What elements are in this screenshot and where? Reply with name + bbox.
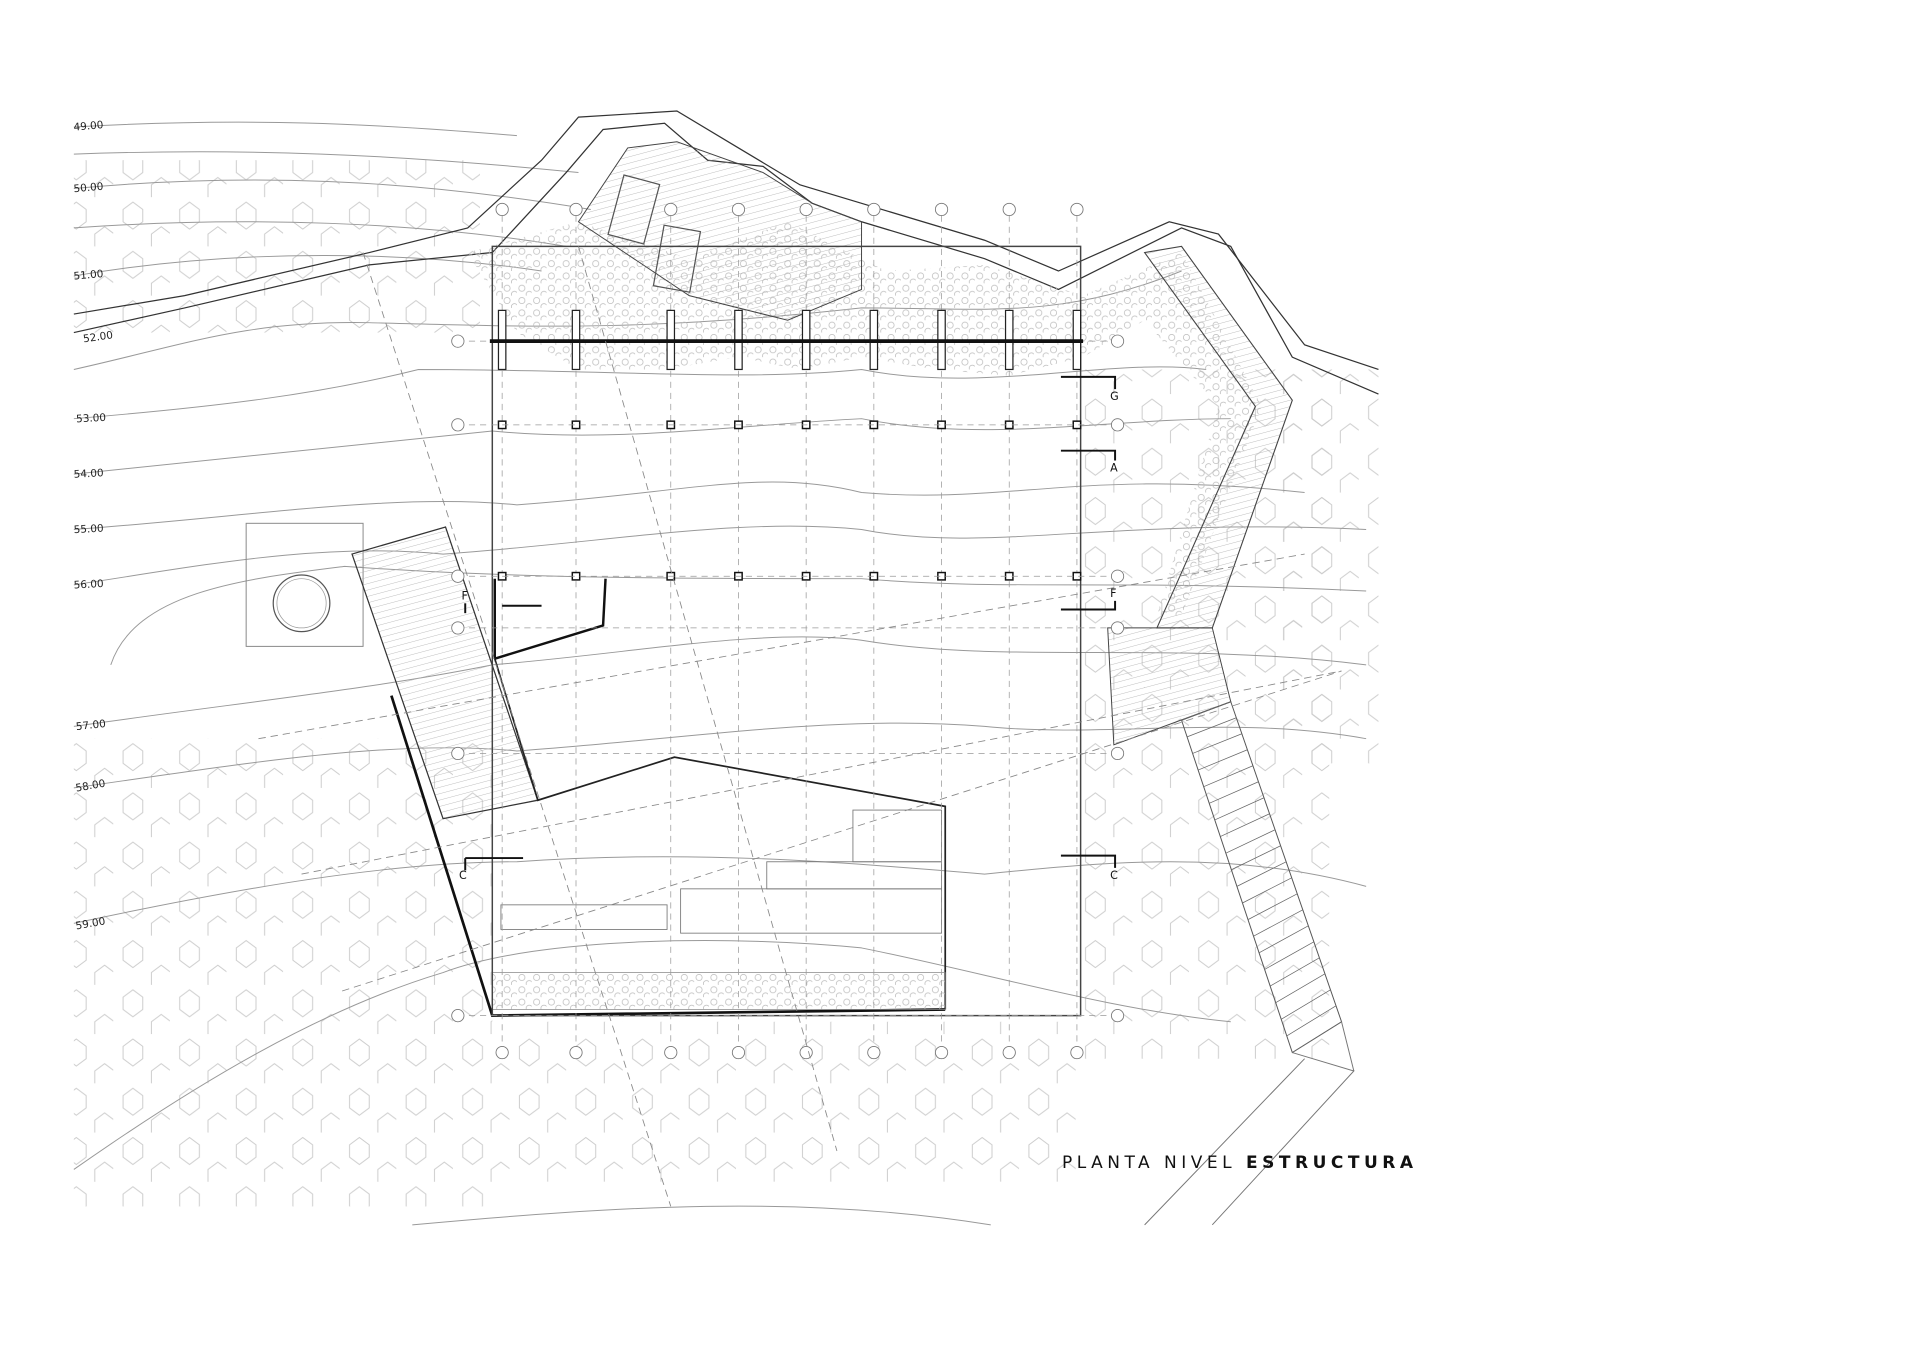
grid-bubble: [569, 1045, 583, 1060]
grid-bubble: [1110, 621, 1125, 635]
stair-tread: [1192, 733, 1242, 754]
stair-tread: [1242, 877, 1292, 904]
structure-outline: [491, 245, 1082, 1017]
stair-tread: [1264, 941, 1315, 970]
section-mark-c-left: C: [459, 869, 467, 882]
grid-bubble: [1002, 1045, 1016, 1060]
contour-labels: 49.00 50.00 51.00 52.00 53.00 54.00 55.0…: [73, 119, 114, 932]
grid-bubble: [1070, 1045, 1084, 1060]
reference-lines: [258, 246, 1342, 1207]
section-mark-f-right: F: [1110, 587, 1116, 600]
grid-bubble: [664, 202, 678, 217]
grid-bubble: [1070, 202, 1084, 217]
grid-bubble: [451, 418, 465, 432]
stair-tread: [1292, 1021, 1342, 1053]
contour-label: 49.00: [73, 119, 104, 134]
grid-bubble: [1002, 202, 1016, 217]
stair-tread: [1275, 973, 1326, 1004]
round-tank: [272, 574, 331, 633]
stair-tread: [1198, 749, 1248, 771]
contour-label: 57.00: [75, 718, 106, 733]
stair-treads: [1181, 701, 1342, 1053]
bench: [607, 174, 661, 245]
grid-bubble: [495, 202, 509, 217]
grid-bubble: [1110, 418, 1125, 432]
path-lines: [1144, 1021, 1355, 1226]
contour-label: 55.00: [73, 523, 104, 537]
stair-tread: [1258, 925, 1309, 954]
grid-bubble: [934, 1045, 949, 1060]
stair-tread: [1209, 781, 1259, 804]
grid-bubble: [1110, 569, 1125, 583]
stair-tread: [1214, 797, 1265, 821]
contour-label: 53.00: [76, 412, 107, 426]
grid-bubble: [799, 202, 813, 217]
stair-tread: [1186, 717, 1237, 738]
section-mark-f-left: F: [462, 590, 468, 603]
contour-label: 50.00: [73, 181, 104, 196]
contour-label: 58.00: [75, 778, 107, 795]
grid-bubble: [451, 334, 465, 348]
grid-bubble: [731, 1045, 746, 1060]
stair-tread: [1220, 813, 1270, 837]
grid-bubble: [451, 746, 465, 761]
stair-tread: [1247, 893, 1298, 920]
rock-texture: [467, 221, 1262, 616]
grid-bubble: [451, 621, 465, 635]
grid-bubble: [867, 1045, 881, 1060]
title-bold: ESTRUCTURA: [1246, 1153, 1418, 1173]
grid-bubble: [934, 202, 949, 217]
stair-tread: [1181, 701, 1231, 721]
drawing-title: PLANTA NIVEL ESTRUCTURA: [1062, 1153, 1418, 1173]
grid-bubble: [451, 569, 465, 583]
grid-bubble: [1110, 746, 1125, 761]
stair-tread: [1203, 765, 1254, 788]
cliff-lines: [73, 110, 1379, 395]
grid-bubble: [867, 202, 881, 217]
grid-bubble: [495, 1045, 509, 1060]
stair-tread: [1281, 989, 1331, 1020]
stair-tread: [1269, 957, 1320, 987]
section-mark-a: A: [1110, 462, 1118, 475]
grid-bubble: [731, 202, 746, 217]
stair-tread: [1286, 1005, 1337, 1037]
bench: [652, 224, 702, 293]
stair-tread: [1253, 909, 1303, 937]
grid-bubble: [1110, 1009, 1125, 1023]
contour-label: 51.00: [73, 268, 104, 283]
section-mark-c-right: C: [1110, 869, 1118, 882]
south-planter: [491, 972, 946, 1010]
contour-lines: [73, 121, 1367, 1226]
wall-fragment: [493, 578, 607, 660]
contour-label: 52.00: [82, 329, 113, 345]
grid-bubble: [664, 1045, 678, 1060]
grid-bubble: [569, 202, 583, 217]
section-mark-g: G: [1110, 390, 1119, 403]
section-marks: [464, 375, 1117, 871]
stair-tread: [1231, 845, 1281, 871]
grid-bubble: [451, 1009, 465, 1023]
title-regular: PLANTA NIVEL: [1062, 1153, 1247, 1173]
grid-bubble: [1110, 334, 1125, 348]
stair-tread: [1236, 861, 1287, 887]
stair-tread: [1225, 829, 1276, 854]
contour-label: 54.00: [73, 467, 104, 481]
seating-steps: [500, 809, 942, 934]
interior-wall: [493, 658, 947, 1010]
contour-label: 59.00: [75, 915, 107, 932]
contour-label: 56.00: [73, 578, 104, 592]
